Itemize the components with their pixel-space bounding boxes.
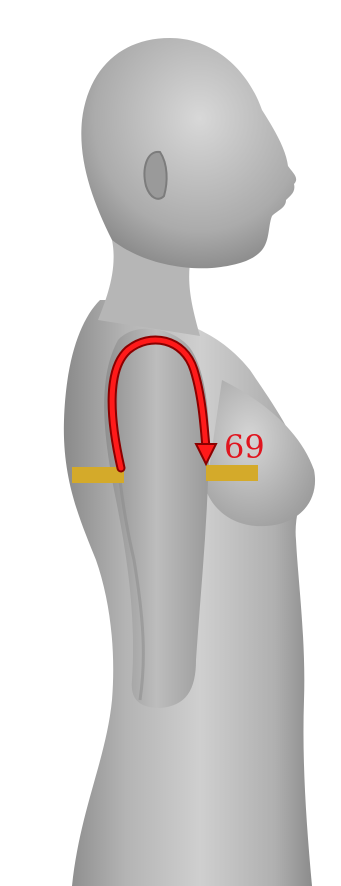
head-shape [81,38,296,268]
marker-band-back [72,467,124,483]
ear-shape [145,152,167,199]
marker-band-front [206,465,258,481]
measurement-value-label: 69 [224,428,265,466]
female-torso-profile [64,38,315,886]
